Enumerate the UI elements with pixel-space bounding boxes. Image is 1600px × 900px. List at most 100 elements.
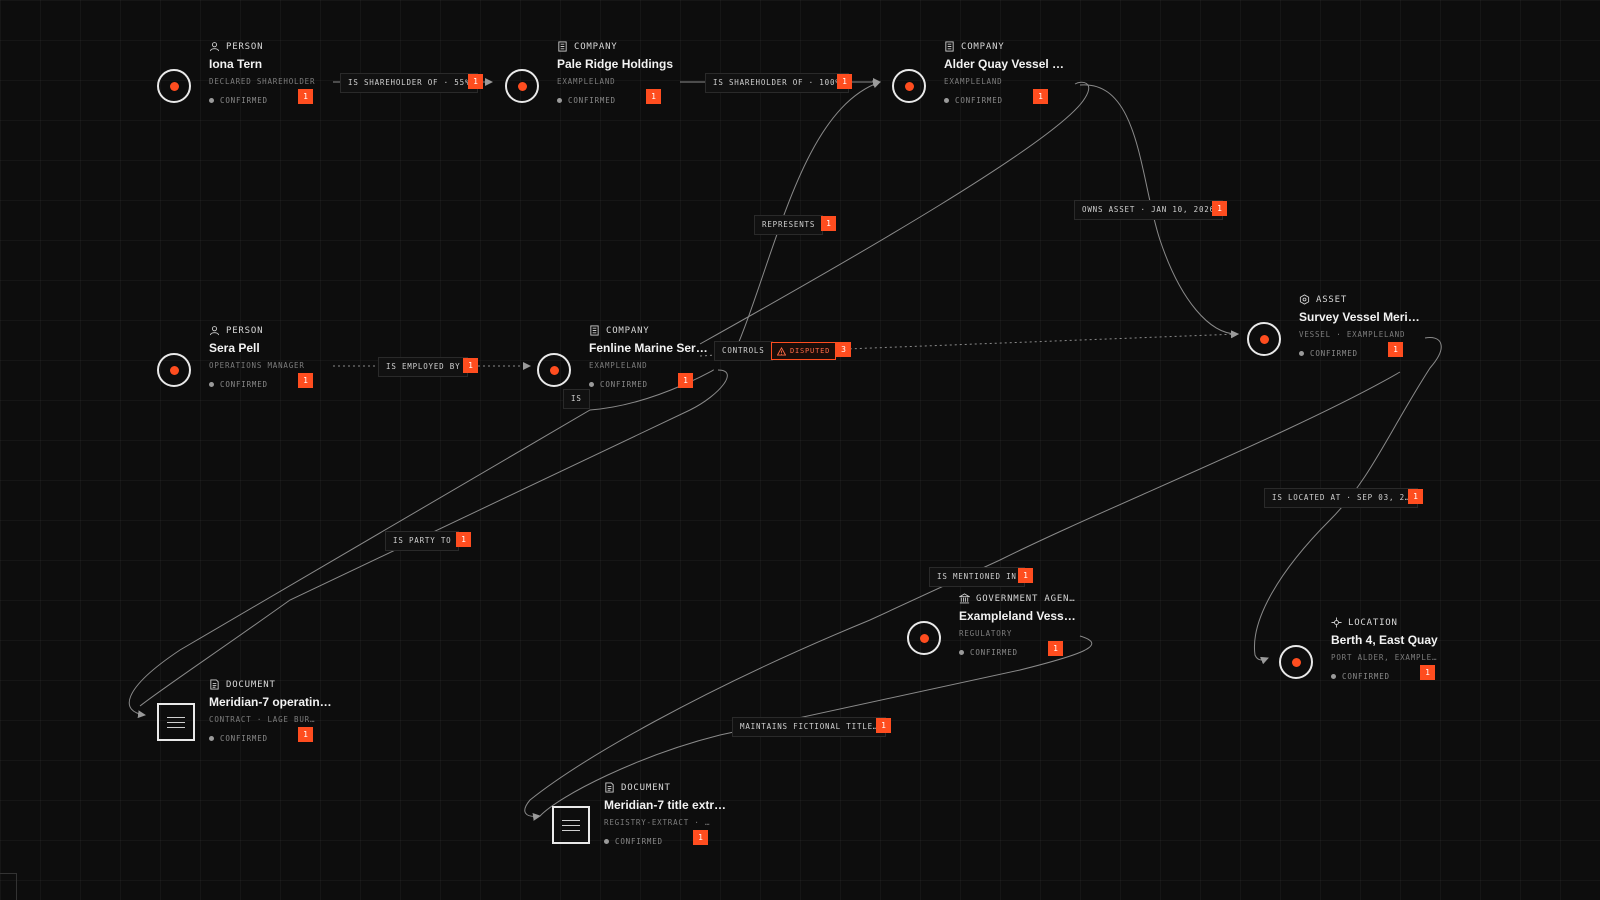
node-subtitle: PORT ALDER, EXAMPLELA…: [1331, 653, 1441, 662]
edge-count-badge[interactable]: 1: [456, 532, 471, 547]
node-meridian-7-operating[interactable]: DOCUMENT Meridian-7 operatin… CONTRACT ·…: [157, 679, 367, 793]
status-indicator: CONFIRMED: [944, 96, 1003, 105]
status-indicator: CONFIRMED: [557, 96, 616, 105]
edge-count-badge[interactable]: 1: [876, 718, 891, 733]
node-title: Alder Quay Vessel …: [944, 57, 1065, 71]
canvas-corner-handle: [0, 873, 17, 900]
node-type: DOCUMENT: [209, 679, 276, 690]
node-meridian-7-title-extract[interactable]: DOCUMENT Meridian-7 title extr… REGISTRY…: [552, 782, 762, 896]
entity-node-marker[interactable]: [892, 69, 926, 103]
edge-count-badge[interactable]: 1: [1018, 568, 1033, 583]
node-subtitle: EXAMPLELAND: [589, 361, 648, 370]
entity-node-marker[interactable]: [157, 353, 191, 387]
edge-label-party-to[interactable]: IS PARTY TO: [385, 531, 460, 551]
node-title: Berth 4, East Quay: [1331, 633, 1438, 647]
disputed-badge[interactable]: DISPUTED: [771, 342, 837, 360]
evidence-count-badge[interactable]: 1: [693, 830, 708, 845]
evidence-count-badge[interactable]: 1: [1420, 665, 1435, 680]
evidence-count-badge[interactable]: 1: [1033, 89, 1048, 104]
edge-label-is[interactable]: IS: [563, 389, 590, 409]
node-sera-pell[interactable]: PERSON Sera Pell OPERATIONS MANAGER CONF…: [157, 326, 367, 439]
node-type: ASSET: [1299, 294, 1347, 305]
person-icon: [209, 326, 220, 336]
document-node-marker[interactable]: [157, 703, 195, 741]
building-icon: [558, 41, 567, 52]
edge-owns-asset: [1079, 84, 1239, 339]
entity-node-marker[interactable]: [1279, 645, 1313, 679]
edge-count-badge[interactable]: 1: [463, 358, 478, 373]
node-title: Exampleland Vess…: [959, 609, 1076, 623]
node-subtitle: EXAMPLELAND: [557, 77, 616, 86]
edge-label-employed-by[interactable]: IS EMPLOYED BY: [378, 357, 469, 377]
node-type: DOCUMENT: [604, 782, 671, 793]
edge-party-to: [139, 369, 728, 707]
evidence-count-badge[interactable]: 1: [1048, 641, 1063, 656]
node-subtitle: CONTRACT · LAGE BUREA…: [209, 715, 319, 724]
entity-node-marker[interactable]: [907, 621, 941, 655]
edge-count-badge[interactable]: 1: [468, 74, 483, 89]
node-title: Fenline Marine Ser…: [589, 341, 708, 355]
node-berth-4-east-quay[interactable]: LOCATION Berth 4, East Quay PORT ALDER, …: [1279, 617, 1489, 731]
evidence-count-badge[interactable]: 1: [298, 373, 313, 388]
edge-label-shareholder-100[interactable]: IS SHAREHOLDER OF · 100%: [705, 73, 849, 93]
node-iona-tern[interactable]: PERSON Iona Tern DECLARED SHAREHOLDER CO…: [157, 42, 367, 155]
entity-node-marker[interactable]: [505, 69, 539, 103]
node-subtitle: REGULATORY: [959, 629, 1013, 638]
evidence-count-badge[interactable]: 1: [646, 89, 661, 104]
edge-located-at: [1253, 336, 1442, 665]
status-indicator: CONFIRMED: [1299, 349, 1358, 358]
evidence-count-badge[interactable]: 1: [1388, 342, 1403, 357]
building-icon: [590, 325, 599, 336]
node-type: GOVERNMENT AGEN…: [959, 593, 1076, 604]
edge-label-shareholder-55[interactable]: IS SHAREHOLDER OF · 55%: [340, 73, 479, 93]
edge-label-represents[interactable]: REPRESENTS: [754, 215, 824, 235]
document-node-marker[interactable]: [552, 806, 590, 844]
edge-count-badge[interactable]: 1: [1212, 201, 1227, 216]
node-type: COMPANY: [557, 41, 618, 52]
node-survey-vessel[interactable]: ASSET Survey Vessel Meri… VESSEL · EXAMP…: [1247, 294, 1457, 408]
location-icon: [1331, 617, 1342, 628]
edge-represents: [732, 80, 881, 357]
status-indicator: CONFIRMED: [209, 380, 268, 389]
edge-count-badge[interactable]: 1: [1408, 489, 1423, 504]
edge-count-badge[interactable]: 1: [837, 74, 852, 89]
evidence-count-badge[interactable]: 1: [678, 373, 693, 388]
node-type: PERSON: [209, 41, 263, 52]
edge-mentioned-in: [524, 371, 1401, 821]
edge-fenline-survey: [699, 330, 1239, 357]
node-alder-quay-vessel[interactable]: COMPANY Alder Quay Vessel … EXAMPLELAND …: [892, 41, 1102, 155]
node-pale-ridge-holdings[interactable]: COMPANY Pale Ridge Holdings EXAMPLELAND …: [505, 41, 715, 155]
edge-label-maintains-title[interactable]: MAINTAINS FICTIONAL TITLE…: [732, 717, 887, 737]
node-title: Meridian-7 title extr…: [604, 798, 727, 812]
node-exampleland-agency[interactable]: GOVERNMENT AGEN… Exampleland Vess… REGUL…: [907, 593, 1117, 707]
evidence-count-badge[interactable]: 1: [298, 727, 313, 742]
node-fenline-marine[interactable]: COMPANY Fenline Marine Ser… EXAMPLELAND …: [537, 325, 747, 439]
status-indicator: CONFIRMED: [209, 734, 268, 743]
government-icon: [959, 593, 970, 604]
node-title: Survey Vessel Meri…: [1299, 310, 1420, 324]
edge-count-badge[interactable]: 1: [821, 216, 836, 231]
node-subtitle: OPERATIONS MANAGER: [209, 361, 305, 370]
entity-node-marker[interactable]: [1247, 322, 1281, 356]
edge-label-mentioned-in[interactable]: IS MENTIONED IN: [929, 567, 1025, 587]
edge-label-located-at[interactable]: IS LOCATED AT · SEP 03, 2…: [1264, 488, 1419, 508]
edge-count-badge[interactable]: 3: [836, 342, 851, 357]
node-subtitle: EXAMPLELAND: [944, 77, 1003, 86]
node-title: Sera Pell: [209, 341, 260, 355]
node-type: COMPANY: [589, 325, 650, 336]
edge-label-controls[interactable]: CONTROLS: [714, 341, 773, 361]
status-indicator: CONFIRMED: [589, 380, 648, 389]
status-indicator: CONFIRMED: [1331, 672, 1390, 681]
document-icon: [605, 782, 614, 793]
node-type: PERSON: [209, 325, 263, 336]
node-type: COMPANY: [944, 41, 1005, 52]
edge-label-owns-asset[interactable]: OWNS ASSET · JAN 10, 2026: [1074, 200, 1223, 220]
status-indicator: CONFIRMED: [604, 837, 663, 846]
edge-sera-doc1: [128, 369, 714, 719]
entity-node-marker[interactable]: [157, 69, 191, 103]
evidence-count-badge[interactable]: 1: [298, 89, 313, 104]
node-title: Pale Ridge Holdings: [557, 57, 674, 71]
node-type: LOCATION: [1331, 617, 1398, 628]
entity-node-marker[interactable]: [537, 353, 571, 387]
